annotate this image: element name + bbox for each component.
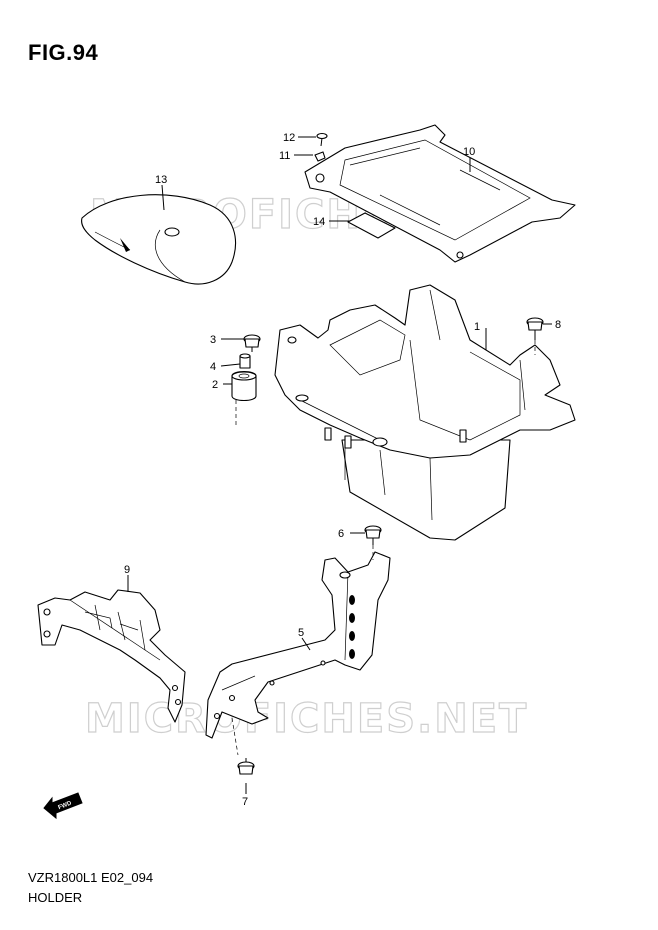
part-label-1: 1 bbox=[474, 321, 480, 333]
part-7-bolt bbox=[237, 758, 255, 775]
part-12-rivet bbox=[316, 132, 328, 147]
part-label-3: 3 bbox=[210, 334, 216, 346]
figure-caption: HOLDER bbox=[28, 890, 83, 905]
part-4-collar bbox=[239, 353, 251, 369]
part-8-bolt bbox=[526, 317, 544, 340]
figure-code: VZR1800L1 E02_094 bbox=[28, 870, 154, 885]
fwd-label: FWD bbox=[58, 800, 74, 811]
part-label-7: 7 bbox=[242, 796, 248, 808]
part-label-11: 11 bbox=[279, 150, 290, 162]
part-3-bolt bbox=[243, 334, 261, 352]
leader-lines bbox=[127, 136, 552, 794]
figure-title: FIG.94 bbox=[28, 40, 99, 65]
part-label-9: 9 bbox=[124, 564, 130, 576]
part-11-grommet bbox=[314, 151, 326, 162]
part-label-14: 14 bbox=[313, 216, 325, 228]
part-6-bolt bbox=[364, 525, 382, 545]
part-labels: 1 2 3 4 5 6 7 8 9 10 11 12 13 14 bbox=[124, 132, 561, 808]
part-10-tray bbox=[304, 124, 576, 263]
part-13-cover bbox=[81, 194, 236, 285]
part-label-12: 12 bbox=[283, 132, 295, 144]
part-label-13: 13 bbox=[155, 174, 167, 186]
part-label-4: 4 bbox=[210, 361, 216, 373]
part-2-rubber-mount bbox=[231, 370, 257, 402]
part-label-10: 10 bbox=[463, 146, 475, 158]
part-label-2: 2 bbox=[212, 379, 218, 391]
part-14-label bbox=[347, 212, 396, 239]
part-label-6: 6 bbox=[338, 528, 344, 540]
part-5-bracket bbox=[205, 551, 391, 739]
watermark-bottom: MICROFICHES.NET bbox=[85, 696, 528, 742]
part-1-holder-box bbox=[274, 284, 576, 541]
fwd-arrow-icon: FWD bbox=[43, 792, 83, 820]
part-9-lower-bracket bbox=[37, 589, 186, 723]
part-label-8: 8 bbox=[555, 319, 561, 331]
part-label-5: 5 bbox=[298, 627, 304, 639]
assembly-lines bbox=[231, 340, 536, 756]
